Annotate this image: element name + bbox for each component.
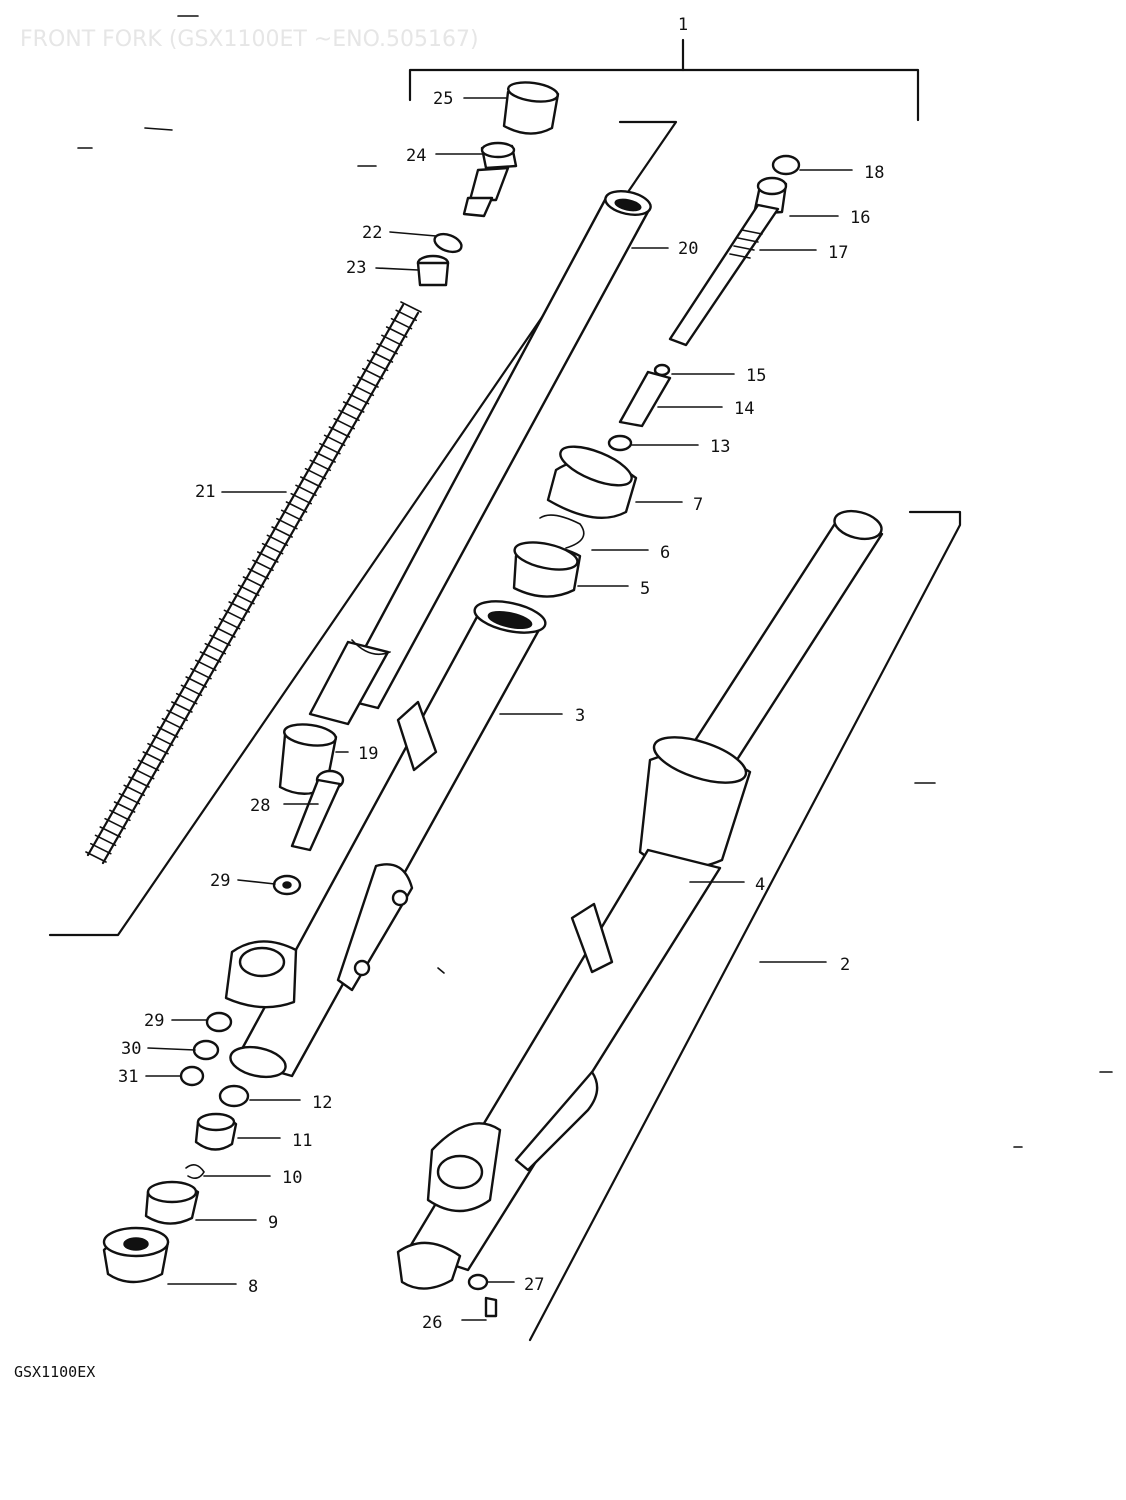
part-label-6: 6 bbox=[660, 543, 670, 563]
damper-rod bbox=[308, 190, 652, 726]
part-label-29: 29 bbox=[144, 1011, 164, 1031]
part-label-18: 18 bbox=[864, 163, 884, 183]
part-label-4: 4 bbox=[755, 875, 765, 895]
leader-line-30 bbox=[147, 1047, 196, 1051]
top-cap-parts bbox=[416, 81, 560, 287]
assembly-brackets bbox=[48, 38, 962, 1342]
axle-clamp-hardware bbox=[179, 769, 345, 1087]
leader-line-22 bbox=[389, 231, 437, 237]
part-label-25: 25 bbox=[433, 89, 453, 109]
part-label-29: 29 bbox=[210, 871, 230, 891]
part-label-28: 28 bbox=[250, 796, 270, 816]
part-label-10: 10 bbox=[282, 1168, 302, 1188]
part-label-11: 11 bbox=[292, 1131, 312, 1151]
part-label-5: 5 bbox=[640, 579, 650, 599]
part-label-21: 21 bbox=[195, 482, 215, 502]
part-label-3: 3 bbox=[575, 706, 585, 726]
part-label-13: 13 bbox=[710, 437, 730, 457]
part-label-26: 26 bbox=[422, 1313, 442, 1333]
bottom-parts-stack bbox=[102, 1084, 250, 1284]
scan-marks bbox=[77, 15, 1113, 1148]
part-label-24: 24 bbox=[406, 146, 426, 166]
part-label-7: 7 bbox=[693, 495, 703, 515]
part-label-12: 12 bbox=[312, 1093, 332, 1113]
part-label-17: 17 bbox=[828, 243, 848, 263]
part-label-8: 8 bbox=[248, 1277, 258, 1297]
fork-spring bbox=[85, 301, 422, 865]
part-label-27: 27 bbox=[524, 1275, 544, 1295]
part-label-23: 23 bbox=[346, 258, 366, 278]
part-label-1: 1 bbox=[678, 15, 688, 35]
part-label-20: 20 bbox=[678, 239, 698, 259]
outer-tube-left bbox=[224, 600, 547, 1079]
cylinder-parts bbox=[512, 154, 801, 598]
ghost-title: FRONT FORK (GSX1100ET ~ENO.505167) bbox=[20, 27, 479, 52]
leader-lines bbox=[145, 97, 853, 1321]
fork-assembly-right bbox=[396, 509, 884, 1318]
part-label-16: 16 bbox=[850, 208, 870, 228]
part-label-19: 19 bbox=[358, 744, 378, 764]
leader-line-23 bbox=[375, 267, 419, 271]
part-label-31: 31 bbox=[118, 1067, 138, 1087]
part-label-2: 2 bbox=[840, 955, 850, 975]
part-label-14: 14 bbox=[734, 399, 754, 419]
part-label-22: 22 bbox=[362, 223, 382, 243]
part-label-15: 15 bbox=[746, 366, 766, 386]
part-label-9: 9 bbox=[268, 1213, 278, 1233]
part-label-30: 30 bbox=[121, 1039, 141, 1059]
model-code: GSX1100EX bbox=[14, 1363, 95, 1381]
leader-line-29 bbox=[237, 879, 276, 885]
part-number-labels: 1234567891011121314151617181920212223242… bbox=[118, 15, 884, 1333]
